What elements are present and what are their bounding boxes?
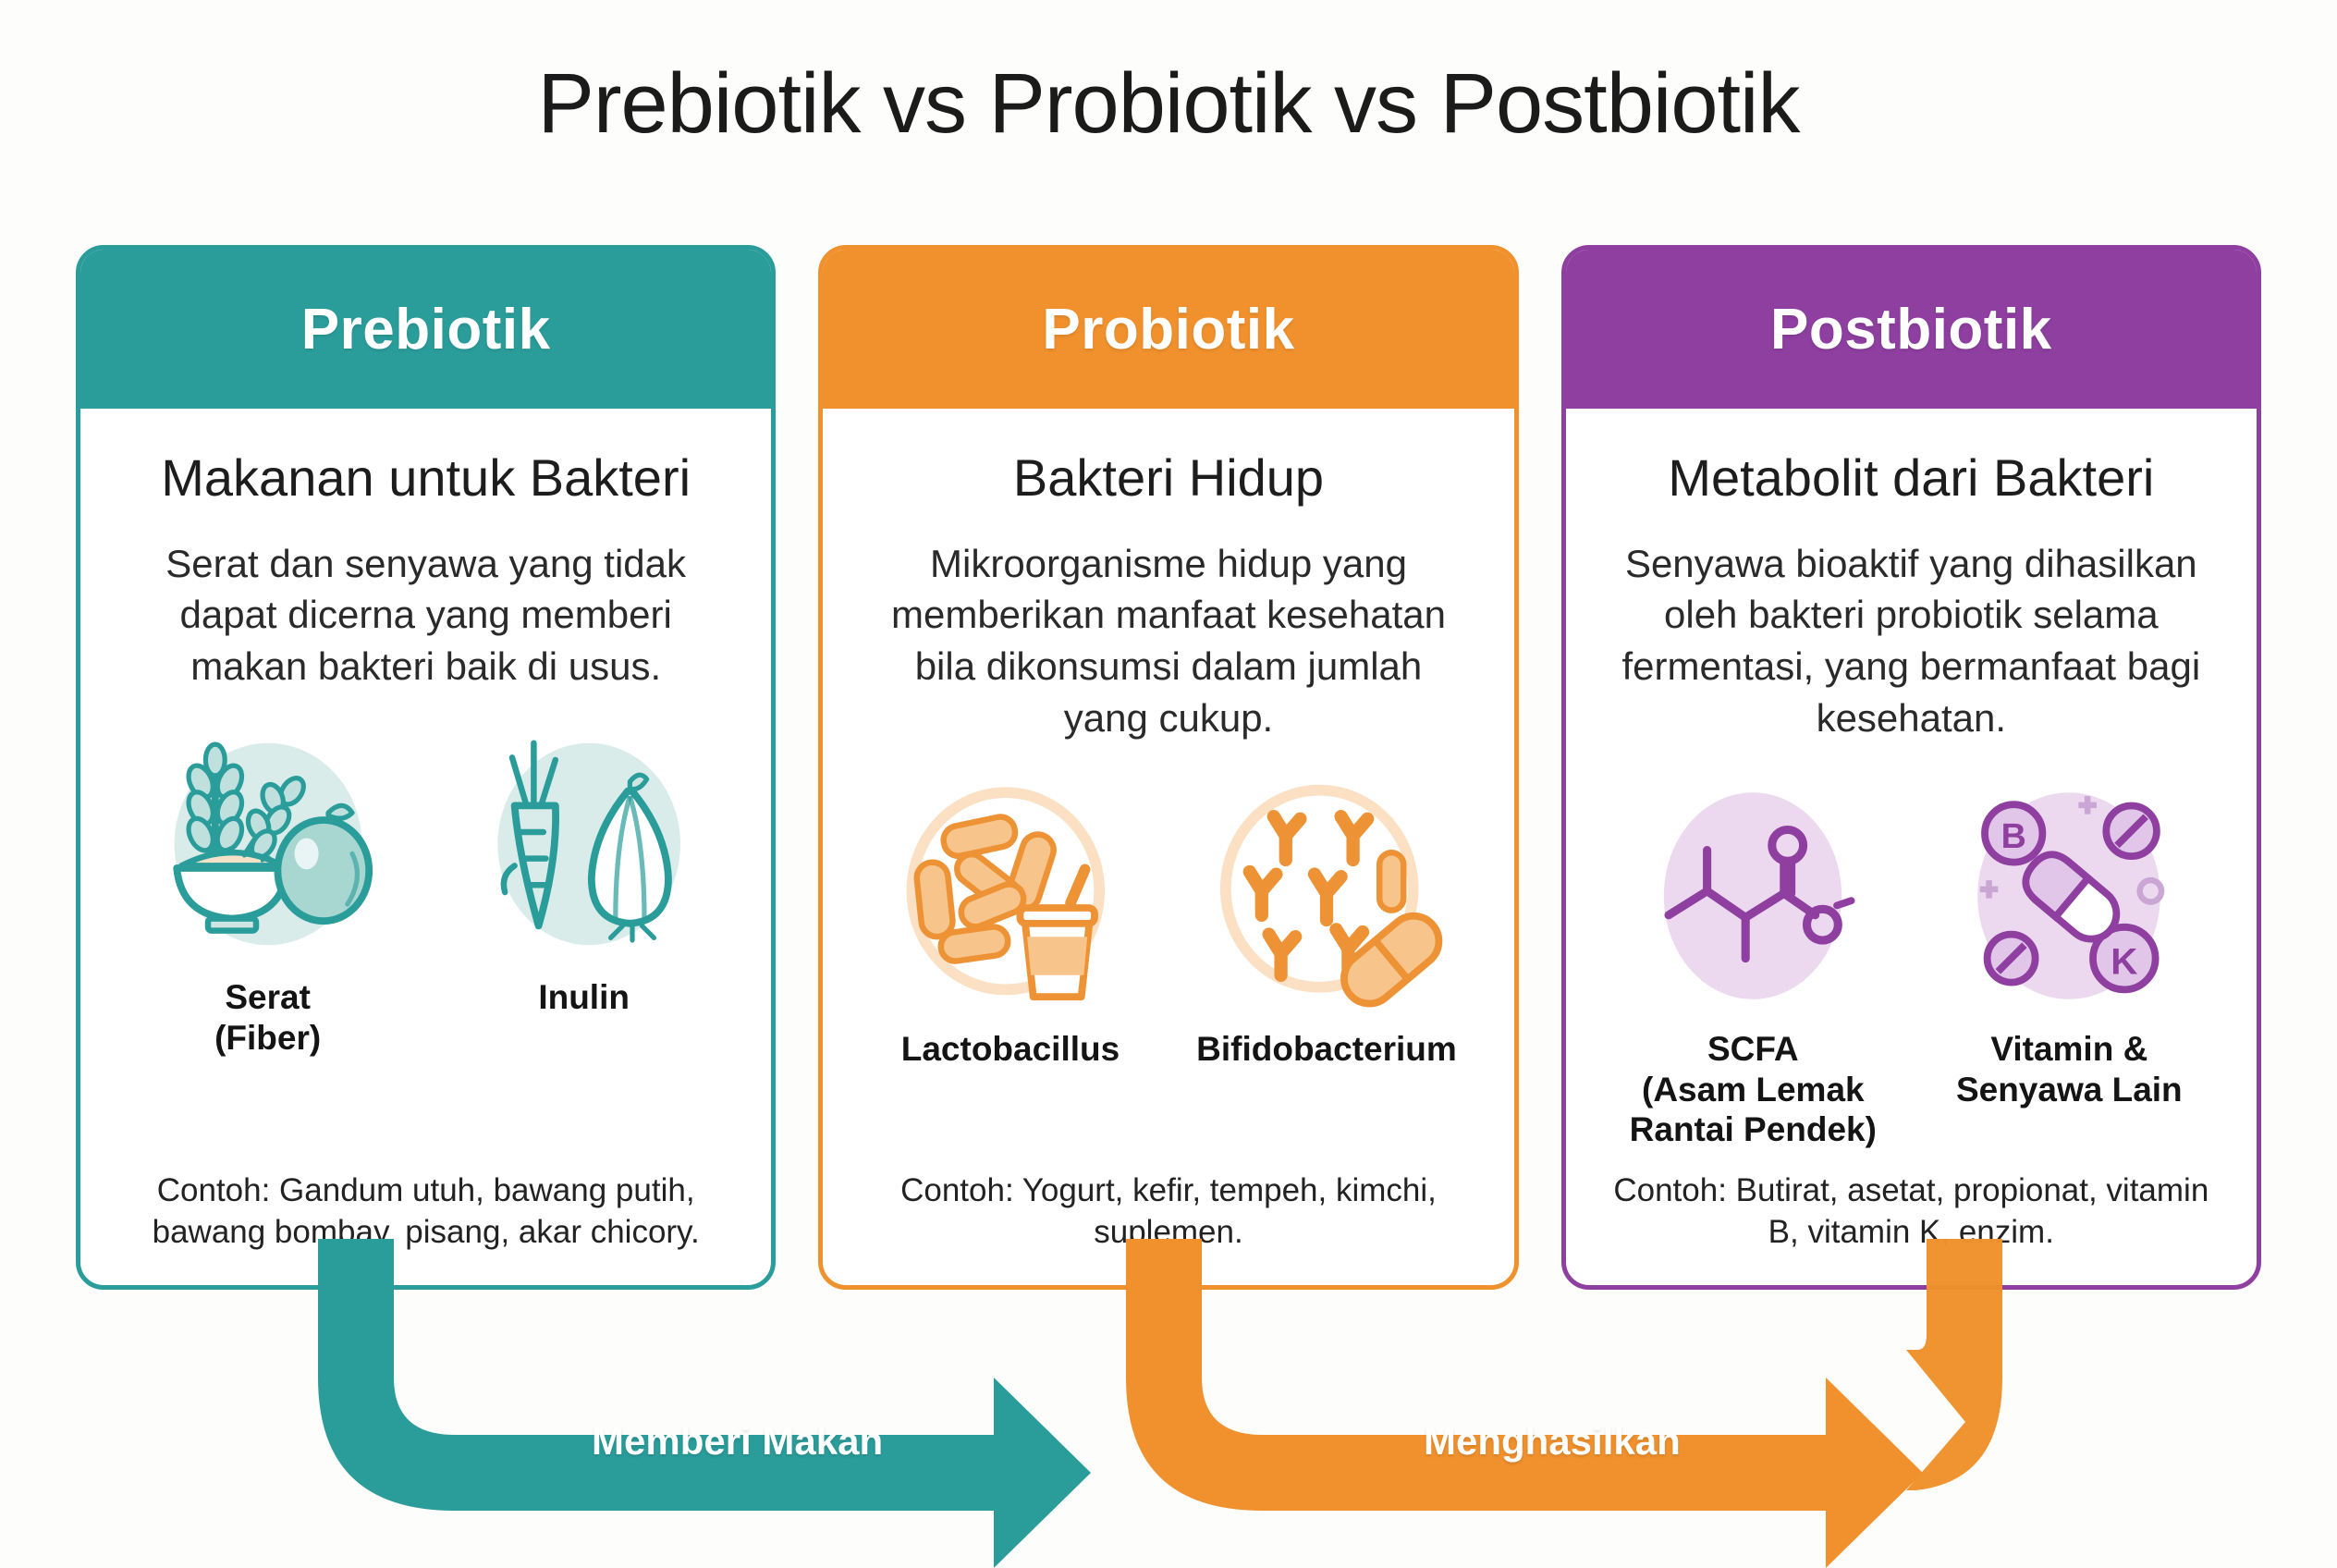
- icons-row: SCFA (Asam Lemak Rantai Pendek) B K: [1597, 776, 2225, 1150]
- icons-row: Lactobacillus: [854, 776, 1482, 1070]
- arrow-connector-postbiotik: [1906, 1239, 2002, 1490]
- card-subtitle: Bakteri Hidup: [1012, 448, 1325, 507]
- arrow-label-menghasilkan: Menghasilkan: [1424, 1419, 1681, 1463]
- card-header-postbiotik: Postbiotik: [1565, 250, 2257, 409]
- y-bacteria-capsule-icon: [1206, 776, 1447, 1016]
- comparison-cards: Prebiotik Makanan untuk Bakteri Serat da…: [76, 245, 2261, 1290]
- icon-label: Vitamin & Senyawa Lain: [1955, 1030, 2183, 1109]
- rod-bacteria-yogurt-icon: [890, 776, 1131, 1016]
- icon-cell-serat: Serat (Fiber): [129, 724, 407, 1058]
- card-header-prebiotik: Prebiotik: [80, 250, 772, 409]
- card-body-prebiotik: Makanan untuk Bakteri Serat dan senyawa …: [80, 409, 771, 1285]
- svg-text:B: B: [2001, 816, 2026, 855]
- icon-cell-scfa: SCFA (Asam Lemak Rantai Pendek): [1614, 776, 1891, 1150]
- icon-label: Inulin: [538, 978, 630, 1017]
- card-subtitle: Metabolit dari Bakteri: [1668, 448, 2155, 507]
- carrot-garlic-icon: [464, 724, 704, 964]
- butyrate-molecule-icon: [1633, 776, 1873, 1016]
- icon-label: SCFA (Asam Lemak Rantai Pendek): [1629, 1030, 1877, 1149]
- card-postbiotik: Postbiotik Metabolit dari Bakteri Senyaw…: [1560, 245, 2261, 1290]
- icon-label: Bifidobacterium: [1196, 1030, 1457, 1069]
- icon-label: Lactobacillus: [900, 1030, 1120, 1069]
- arrow-memberi-makan: [318, 1239, 1091, 1568]
- icon-cell-bifidobacterium: Bifidobacterium: [1188, 776, 1465, 1070]
- card-header-label: Prebiotik: [300, 297, 551, 361]
- card-header-probiotik: Probiotik: [823, 250, 1514, 409]
- card-description: Mikroorganisme hidup yang memberikan man…: [890, 541, 1446, 741]
- flow-arrows: [318, 1239, 2002, 1568]
- card-body-postbiotik: Metabolit dari Bakteri Senyawa bioaktif …: [1566, 409, 2257, 1285]
- icon-cell-vitamin: B K: [1930, 776, 2208, 1150]
- card-body-probiotik: Bakteri Hidup Mikroorganisme hidup yang …: [823, 409, 1513, 1285]
- card-examples: Contoh: Yogurt, kefir, tempeh, kimchi, s…: [900, 1172, 1437, 1251]
- card-examples: Contoh: Butirat, asetat, propionat, vita…: [1613, 1172, 2209, 1251]
- svg-text:K: K: [2111, 941, 2138, 983]
- card-subtitle: Makanan untuk Bakteri: [161, 448, 691, 507]
- card-probiotik: Probiotik Bakteri Hidup Mikroorganisme h…: [818, 245, 1519, 1290]
- page-title: Prebiotik vs Probiotik vs Postbiotik: [537, 56, 1801, 151]
- card-description: Senyawa bioaktif yang dihasilkan oleh ba…: [1621, 541, 2201, 741]
- card-prebiotik: Prebiotik Makanan untuk Bakteri Serat da…: [76, 245, 777, 1290]
- icons-row: Serat (Fiber): [112, 724, 740, 1058]
- icon-cell-lactobacillus: Lactobacillus: [872, 776, 1149, 1070]
- card-description: Serat dan senyawa yang tidak dapat dicer…: [165, 541, 686, 689]
- card-header-label: Probiotik: [1042, 297, 1295, 361]
- card-examples: Contoh: Gandum utuh, bawang putih, bawan…: [152, 1172, 700, 1251]
- vitamin-pills-icon: B K: [1949, 776, 2189, 1016]
- icon-cell-inulin: Inulin: [446, 724, 723, 1058]
- card-header-label: Postbiotik: [1769, 297, 2052, 361]
- icon-label: Serat (Fiber): [214, 978, 322, 1057]
- arrow-menghasilkan: [1126, 1239, 1923, 1568]
- arrow-label-memberi-makan: Memberi Makan: [592, 1419, 884, 1463]
- wheat-bowl-apple-icon: [148, 724, 388, 964]
